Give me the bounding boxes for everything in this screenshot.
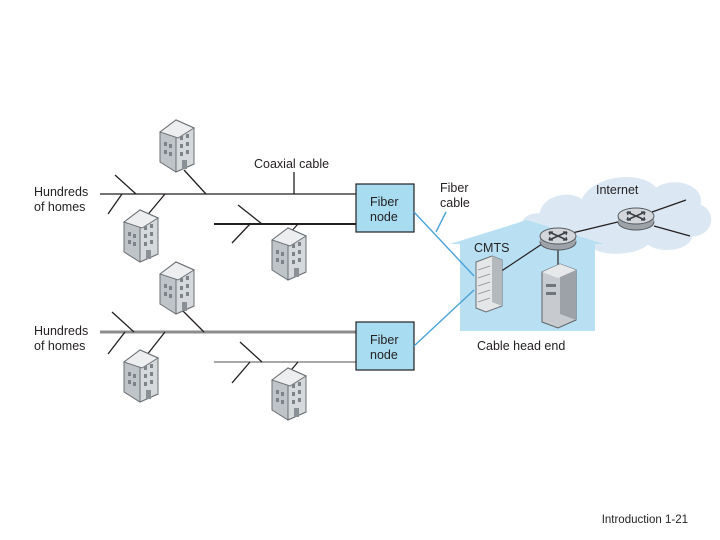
- fiber-node-bottom-label: Fiber node: [370, 333, 402, 362]
- fiber-cables: [413, 211, 475, 347]
- fiber-node-bottom: [355, 321, 415, 371]
- coaxial-cable-label: Coaxial cable: [254, 157, 329, 171]
- slide-footer: Introduction 1-21: [601, 514, 688, 526]
- fiber-node-top-label: Fiber node: [370, 195, 402, 224]
- apartment-building-icon: [159, 119, 195, 173]
- apartment-building-icon: [271, 227, 307, 281]
- hundreds-of-homes-bottom-label: Hundreds of homes: [34, 324, 92, 353]
- network-links: [499, 199, 691, 273]
- apartment-building-icon: [123, 349, 159, 403]
- fiber-cable-label: Fiber cable: [440, 181, 472, 210]
- router-icon: [617, 207, 655, 231]
- server-tower-icon: [541, 263, 577, 329]
- apartment-building-icon: [159, 261, 195, 315]
- internet-label: Internet: [596, 183, 639, 197]
- cmts-rack-icon: [475, 255, 503, 313]
- cable-head-end-label: Cable head end: [477, 339, 565, 353]
- apartment-building-icon: [123, 209, 159, 263]
- apartment-building-icon: [271, 367, 307, 421]
- cmts-label: CMTS: [474, 241, 509, 255]
- router-icon: [539, 227, 577, 251]
- fiber-node-top: [355, 183, 415, 233]
- hundreds-of-homes-top-label: Hundreds of homes: [34, 185, 92, 214]
